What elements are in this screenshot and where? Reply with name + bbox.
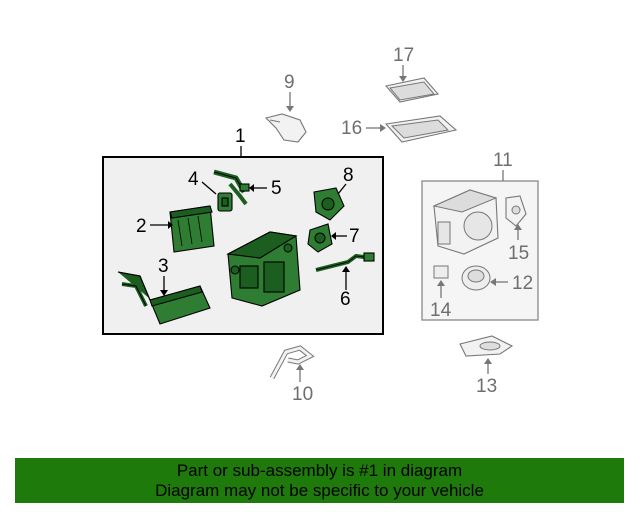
callout-1[interactable]: 1	[235, 126, 246, 147]
filter-cover-part	[384, 115, 458, 143]
callout-7[interactable]: 7	[349, 226, 360, 247]
callout-12[interactable]: 12	[512, 273, 533, 294]
arrow-head-14	[437, 280, 445, 286]
callout-2[interactable]: 2	[136, 216, 147, 237]
second-actuator-part[interactable]	[307, 223, 333, 253]
callout-9[interactable]: 9	[284, 72, 295, 93]
duct-part	[264, 113, 307, 143]
arrow-head-3	[160, 290, 168, 296]
arrow-head-7	[331, 232, 336, 240]
callout-10[interactable]: 10	[292, 384, 313, 405]
seal-part	[459, 335, 514, 357]
actuator-part[interactable]	[313, 187, 345, 221]
callout-15[interactable]: 15	[508, 243, 529, 264]
arrow-head-10	[296, 364, 304, 370]
footer-line-2: Diagram may not be specific to your vehi…	[155, 480, 484, 500]
arrow-head-12	[490, 278, 496, 286]
callout-8[interactable]: 8	[343, 165, 354, 186]
heater-core-part[interactable]	[169, 205, 215, 253]
resistor-part	[433, 265, 449, 279]
servo-part	[505, 195, 527, 227]
callout-6[interactable]: 6	[340, 289, 351, 310]
blower-housing-part	[432, 189, 499, 255]
footer-line-1: Part or sub-assembly is #1 in diagram	[176, 460, 463, 480]
arrow-head-2	[168, 221, 173, 229]
callout-17[interactable]: 17	[393, 45, 414, 66]
arrow-head-15	[514, 224, 522, 230]
parts-diagram: 1 2 3 4 5	[102, 45, 539, 405]
callout-13[interactable]: 13	[476, 376, 497, 397]
footer-banner: Part or sub-assembly is #1 in diagram Di…	[15, 458, 624, 503]
arrow-head-9	[286, 106, 294, 112]
blower-motor-part	[461, 265, 491, 291]
arrow-head-6	[342, 266, 350, 272]
callout-11[interactable]: 11	[493, 150, 513, 171]
valve-part[interactable]	[217, 192, 233, 212]
arrow-head-5	[249, 184, 254, 192]
heater-unit-housing[interactable]	[226, 231, 301, 307]
sensor-wire-part[interactable]	[315, 252, 375, 272]
filter-part	[384, 77, 440, 103]
hose-part[interactable]	[213, 169, 250, 206]
callout-3[interactable]: 3	[158, 256, 169, 277]
callout-5[interactable]: 5	[271, 178, 282, 199]
drain-hose-part	[269, 345, 315, 380]
leader-line-8	[337, 183, 347, 195]
arrow-head-13	[484, 358, 492, 364]
evaporator-part[interactable]	[117, 271, 211, 325]
arrow-head-16	[380, 124, 386, 132]
callout-14[interactable]: 14	[430, 300, 452, 321]
arrow-head-17	[399, 76, 407, 82]
callout-4[interactable]: 4	[188, 169, 199, 190]
leader-line-4	[201, 181, 217, 195]
callout-16[interactable]: 16	[341, 118, 362, 139]
